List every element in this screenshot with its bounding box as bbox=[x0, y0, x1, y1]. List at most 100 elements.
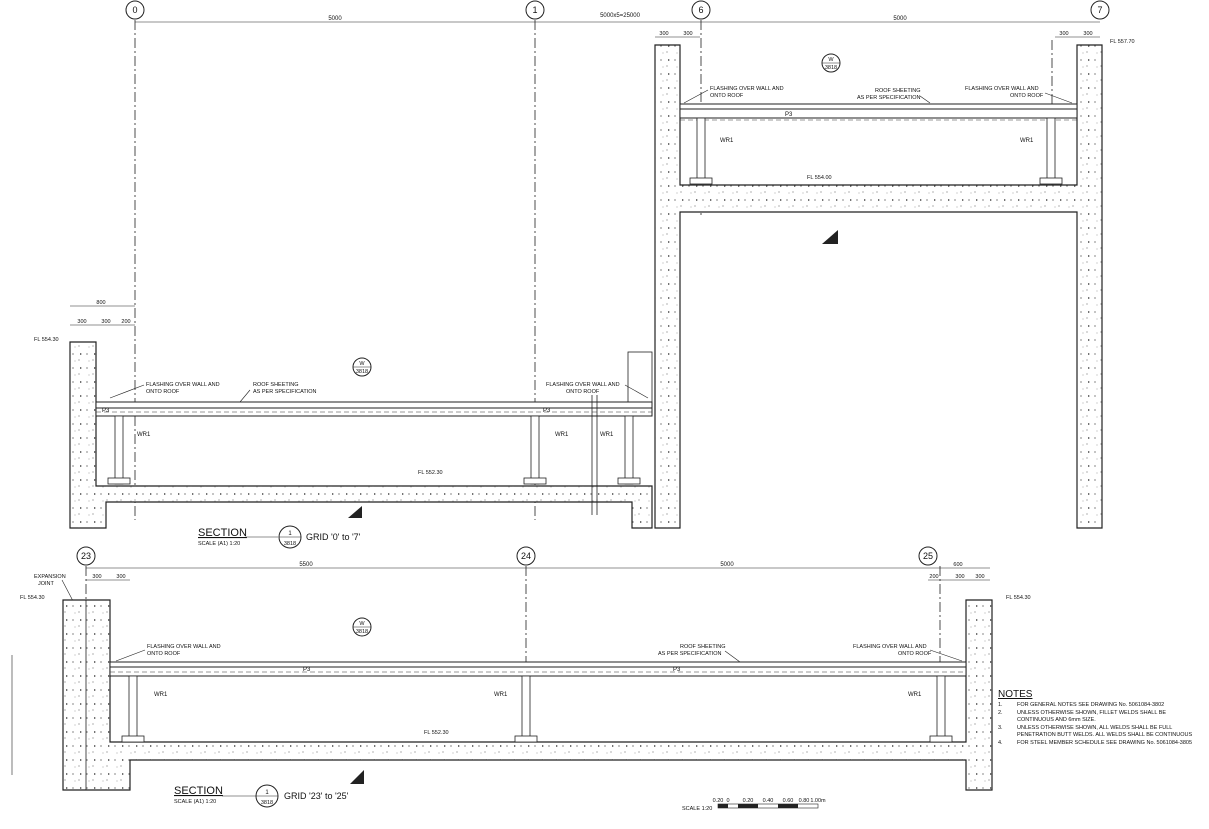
svg-text:200: 200 bbox=[121, 319, 130, 325]
section-marker-lower: W 3818 bbox=[352, 357, 372, 377]
svg-text:4.: 4. bbox=[998, 740, 1003, 746]
section-1-title: SECTION SCALE (A1) 1:20 1 3818 GRID '0' … bbox=[198, 525, 361, 549]
svg-text:EXPANSION: EXPANSION bbox=[34, 574, 66, 580]
svg-text:0.40: 0.40 bbox=[763, 798, 774, 804]
notes-block: NOTES 1. FOR GENERAL NOTES SEE DRAWING No… bbox=[998, 689, 1192, 746]
svg-text:W: W bbox=[359, 621, 365, 627]
svg-text:300: 300 bbox=[116, 574, 125, 580]
svg-text:1: 1 bbox=[532, 5, 537, 15]
lower-roof-sheeting bbox=[95, 401, 653, 409]
upper-post-2 bbox=[1039, 117, 1063, 185]
svg-text:3818: 3818 bbox=[356, 629, 368, 635]
svg-text:P3: P3 bbox=[102, 408, 110, 414]
svg-text:200: 200 bbox=[929, 574, 938, 580]
svg-text:SCALE (A1) 1:20: SCALE (A1) 1:20 bbox=[174, 799, 216, 805]
svg-text:UNLESS OTHERWISE SHOWN, ALL WE: UNLESS OTHERWISE SHOWN, ALL WELDS SHALL … bbox=[1017, 725, 1172, 731]
svg-text:ROOF SHEETING: ROOF SHEETING bbox=[680, 644, 726, 650]
svg-text:600: 600 bbox=[953, 562, 962, 568]
svg-text:P3: P3 bbox=[673, 667, 681, 673]
svg-text:FLASHING OVER WALL AND: FLASHING OVER WALL AND bbox=[853, 644, 927, 650]
svg-text:SCALE (A1) 1:20: SCALE (A1) 1:20 bbox=[198, 541, 240, 547]
level-left-parapet: FL 554.30 bbox=[34, 337, 59, 343]
svg-text:1.: 1. bbox=[998, 702, 1003, 708]
svg-text:W: W bbox=[828, 57, 834, 63]
svg-text:300: 300 bbox=[955, 574, 964, 580]
dim-upper-300a: 300 bbox=[659, 31, 668, 37]
level-lower-floor: FL 552.30 bbox=[418, 470, 443, 476]
dim-upper-r300b: 300 bbox=[1083, 31, 1092, 37]
svg-text:25: 25 bbox=[923, 551, 933, 561]
grid-bubble-6: 6 bbox=[691, 0, 711, 20]
dim-upper-r300a: 300 bbox=[1059, 31, 1068, 37]
s2-roof-sheeting bbox=[109, 661, 967, 668]
scale-bar: SCALE 1:20 0.20 0 0.20 0.40 0.60 0.80 1.… bbox=[682, 798, 826, 812]
svg-text:0.20: 0.20 bbox=[743, 798, 754, 804]
section-1-drawing: 0 1 6 7 5000 5000x5=25000 5000 300 300 3… bbox=[34, 0, 1135, 549]
svg-text:P3: P3 bbox=[543, 408, 551, 414]
label-wr1-a: WR1 bbox=[137, 432, 151, 438]
s2-post-3 bbox=[929, 675, 953, 743]
lower-post-2 bbox=[523, 415, 547, 485]
dim-5000-b: 5000 bbox=[893, 16, 907, 22]
svg-text:2.: 2. bbox=[998, 710, 1003, 716]
svg-text:CONTINUOUS AND 6mm SIZE.: CONTINUOUS AND 6mm SIZE. bbox=[1017, 717, 1096, 723]
svg-text:0.60: 0.60 bbox=[783, 798, 794, 804]
s2-post-2 bbox=[514, 675, 538, 743]
svg-text:FLASHING OVER WALL AND: FLASHING OVER WALL AND bbox=[147, 644, 221, 650]
dim-left-800: 800 bbox=[96, 300, 105, 306]
svg-text:AS PER SPECIFICATION: AS PER SPECIFICATION bbox=[658, 651, 721, 657]
level-upper-floor: FL 554.00 bbox=[807, 175, 832, 181]
svg-text:AS PER SPECIFICATION: AS PER SPECIFICATION bbox=[253, 389, 316, 395]
svg-text:0: 0 bbox=[726, 798, 729, 804]
svg-text:5000: 5000 bbox=[720, 562, 734, 568]
svg-text:ONTO ROOF: ONTO ROOF bbox=[566, 389, 600, 395]
svg-text:300: 300 bbox=[77, 319, 86, 325]
svg-text:24: 24 bbox=[521, 551, 531, 561]
svg-text:PENETRATION BUTT WELDS. ALL W: PENETRATION BUTT WELDS. ALL WELDS SHALL … bbox=[1017, 732, 1192, 738]
svg-text:300: 300 bbox=[101, 319, 110, 325]
svg-text:WR1: WR1 bbox=[908, 692, 922, 698]
svg-text:FLASHING OVER WALL AND: FLASHING OVER WALL AND bbox=[546, 382, 620, 388]
svg-text:FLASHING OVER WALL AND: FLASHING OVER WALL AND bbox=[146, 382, 220, 388]
section-marker-upper: W 3818 bbox=[821, 53, 841, 73]
svg-text:3.: 3. bbox=[998, 725, 1003, 731]
svg-text:W: W bbox=[359, 361, 365, 367]
svg-text:1: 1 bbox=[265, 790, 269, 796]
section-2-drawing: 23 24 25 5500 5000 300 300 600 200 300 3… bbox=[11, 546, 1031, 808]
svg-text:FOR GENERAL NOTES SEE DRAWING: FOR GENERAL NOTES SEE DRAWING No. 506108… bbox=[1017, 702, 1164, 708]
grid-bubble-25: 25 bbox=[918, 546, 938, 566]
svg-text:WR1: WR1 bbox=[154, 692, 168, 698]
svg-text:AS PER SPECIFICATION: AS PER SPECIFICATION bbox=[857, 95, 920, 101]
svg-text:ROOF SHEETING: ROOF SHEETING bbox=[875, 88, 921, 94]
svg-text:NOTES: NOTES bbox=[998, 689, 1033, 700]
svg-text:3818: 3818 bbox=[356, 369, 368, 375]
svg-text:1: 1 bbox=[288, 531, 292, 537]
svg-text:JOINT: JOINT bbox=[38, 581, 55, 587]
svg-text:ONTO ROOF: ONTO ROOF bbox=[898, 651, 932, 657]
upper-roof-sheeting bbox=[679, 103, 1078, 110]
grid-bubble-1: 1 bbox=[525, 0, 545, 20]
section-2-title: SECTION SCALE (A1) 1:20 1 3818 GRID '23'… bbox=[174, 784, 349, 808]
svg-text:300: 300 bbox=[975, 574, 984, 580]
svg-text:P3: P3 bbox=[303, 667, 311, 673]
svg-text:300: 300 bbox=[92, 574, 101, 580]
label-wr1-b: WR1 bbox=[555, 432, 569, 438]
svg-text:FLASHING OVER WALL AND: FLASHING OVER WALL AND bbox=[965, 86, 1039, 92]
svg-text:0.80: 0.80 bbox=[799, 798, 810, 804]
svg-text:GRID '23' to '25': GRID '23' to '25' bbox=[284, 791, 349, 801]
svg-text:SECTION: SECTION bbox=[174, 785, 223, 797]
upper-purlin-p3 bbox=[679, 108, 1078, 119]
lower-post-1 bbox=[107, 415, 131, 485]
svg-text:23: 23 bbox=[81, 551, 91, 561]
svg-text:SCALE 1:20: SCALE 1:20 bbox=[682, 806, 712, 812]
svg-text:3818: 3818 bbox=[825, 65, 837, 71]
upper-post-1 bbox=[689, 117, 713, 185]
grid-bubble-23: 23 bbox=[76, 546, 96, 566]
svg-text:P3: P3 bbox=[785, 112, 793, 118]
grid-bubble-7: 7 bbox=[1090, 0, 1110, 20]
svg-text:FL 552.30: FL 552.30 bbox=[424, 730, 449, 736]
label-wr1-c: WR1 bbox=[600, 432, 614, 438]
svg-text:ONTO ROOF: ONTO ROOF bbox=[1010, 93, 1044, 99]
svg-text:ONTO ROOF: ONTO ROOF bbox=[710, 93, 744, 99]
